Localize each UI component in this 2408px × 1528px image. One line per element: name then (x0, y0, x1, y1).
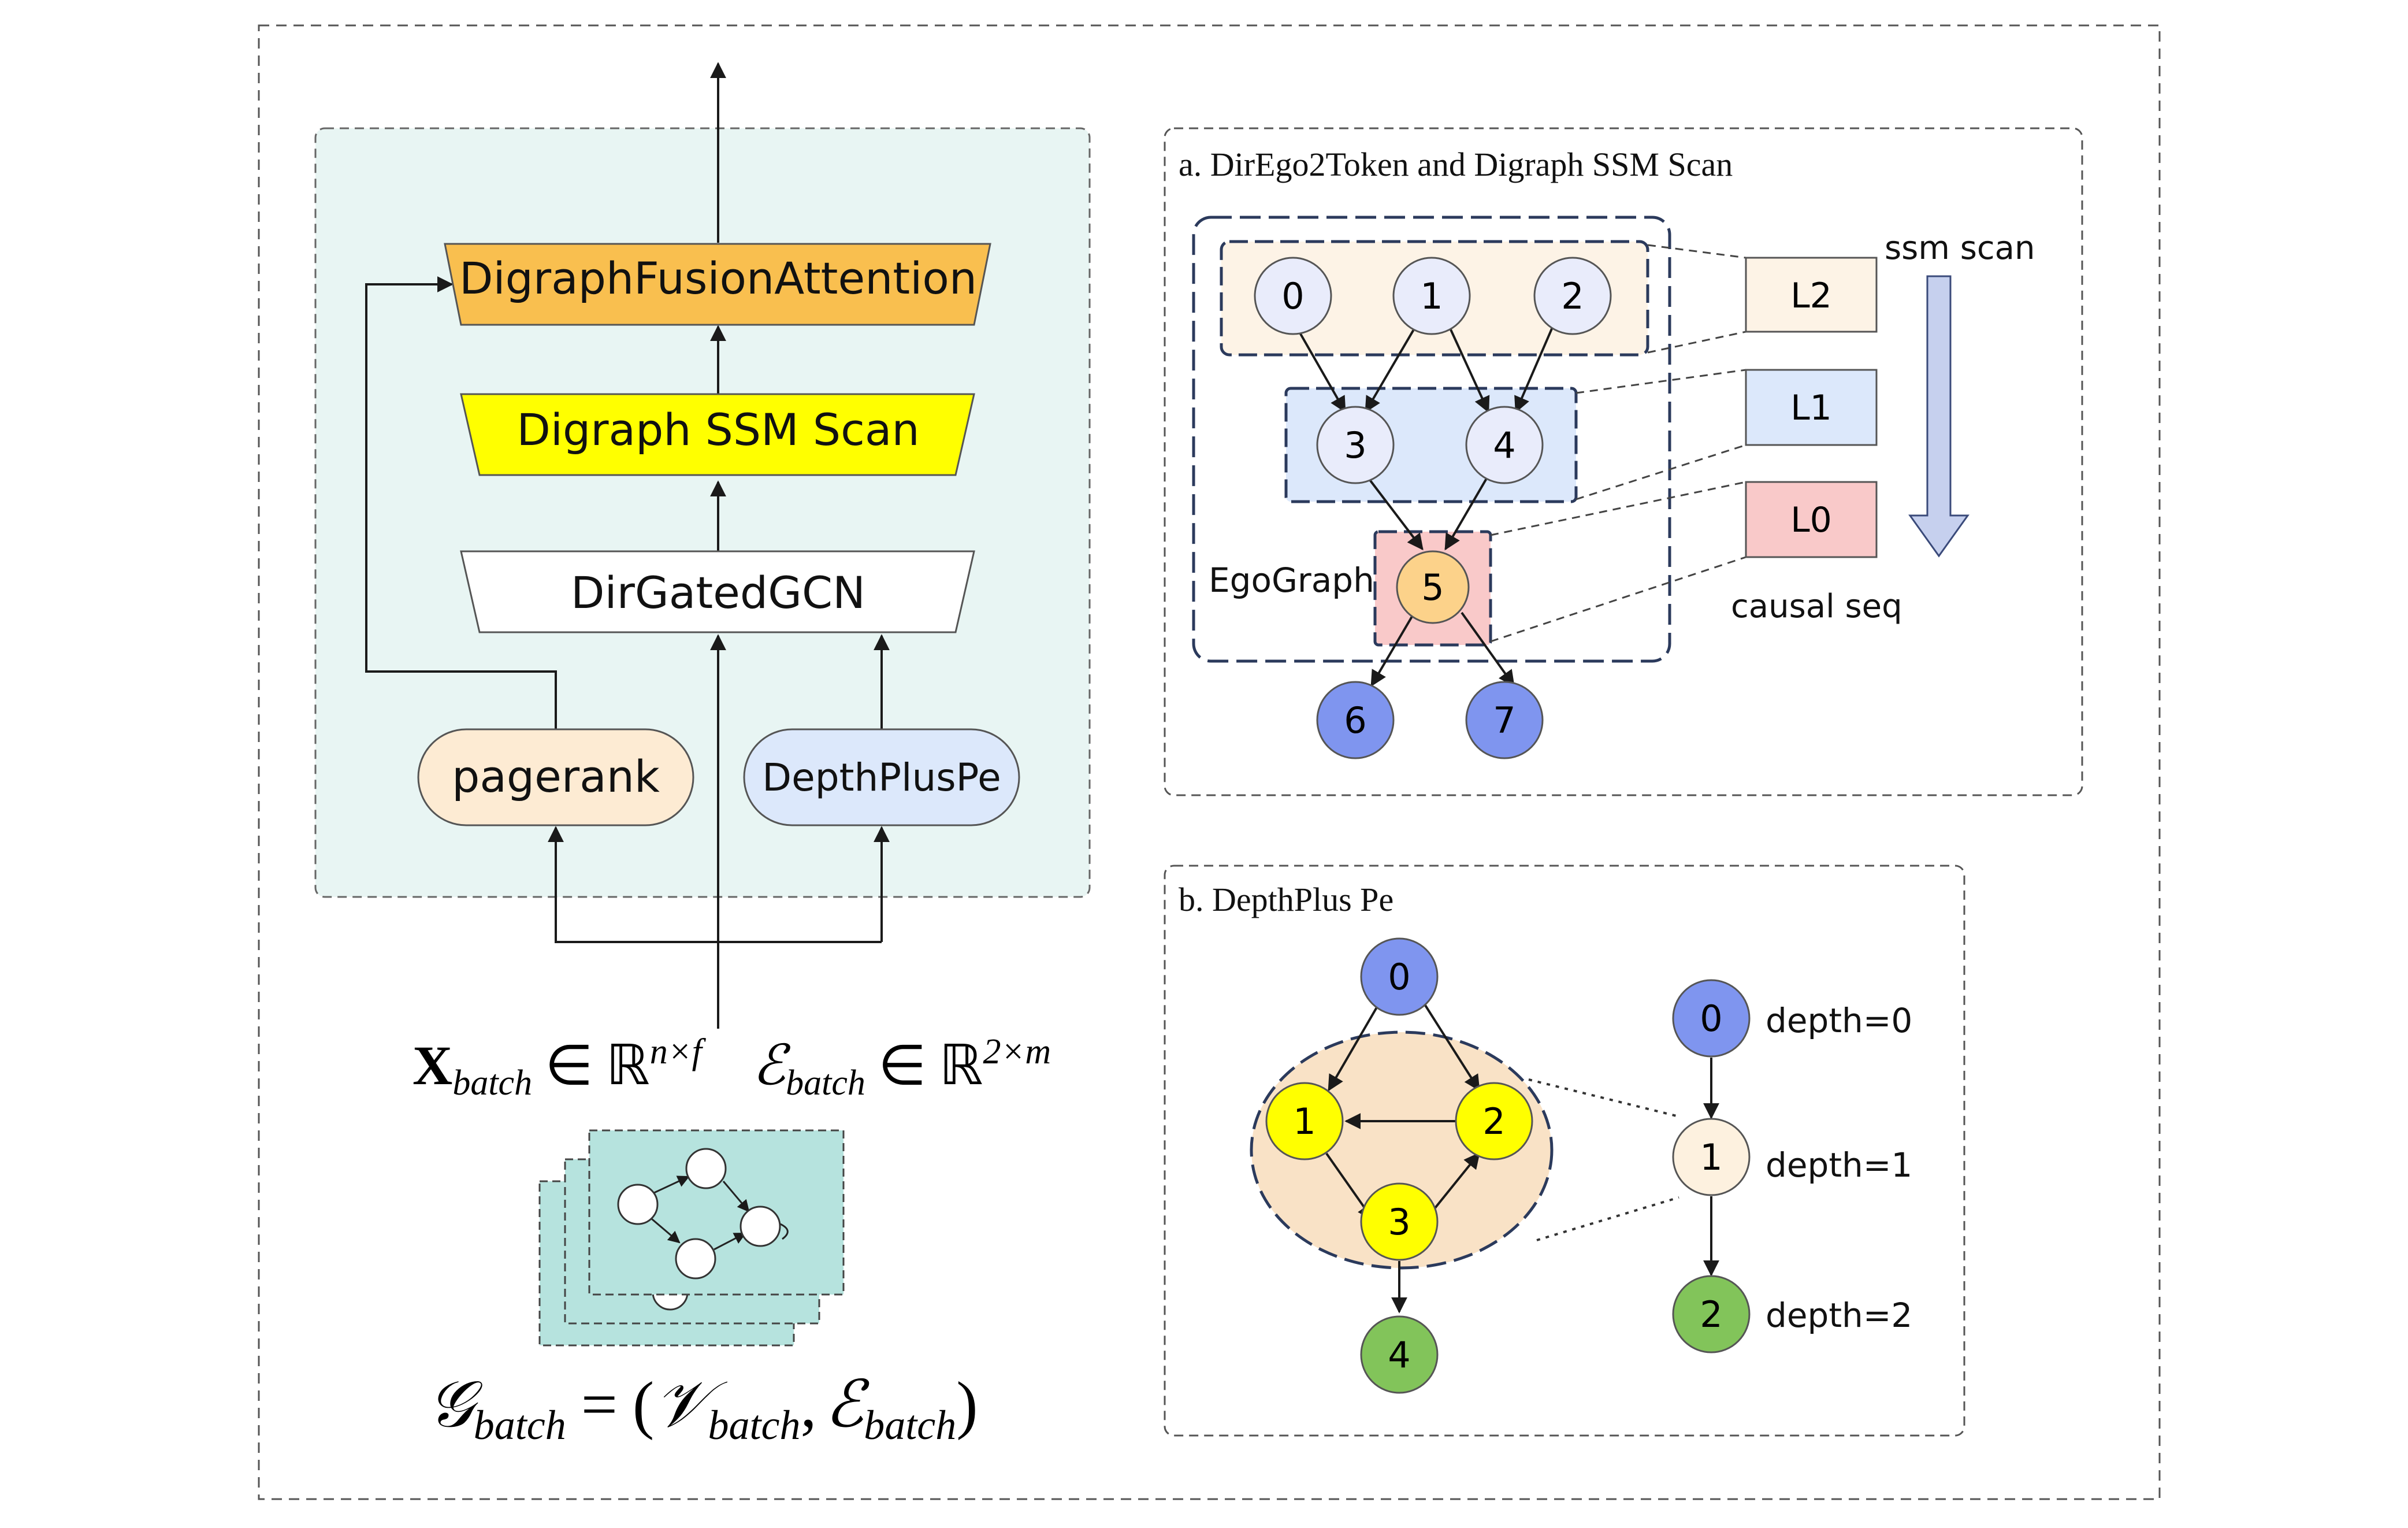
panel-a: a. DirEgo2Token and Digraph SSM Scan 0 (1164, 127, 2083, 796)
edge-1-4 (1445, 320, 1490, 413)
svg-text:6: 6 (1344, 699, 1366, 741)
pe-node-2: 2 (1455, 1082, 1533, 1160)
ssm-scan-direction-arrow (1908, 275, 1969, 558)
depth-node-0: 0 (1672, 979, 1751, 1058)
edge-5-7 (1461, 611, 1515, 687)
cluster-to-depth1-connector (1528, 1078, 1679, 1118)
e-batch-formula: ℰbatch∈ℝ2×m (752, 1032, 1051, 1103)
svg-text:1: 1 (1420, 275, 1443, 317)
svg-text:0: 0 (1388, 956, 1410, 998)
layer-l2-box (1745, 257, 1878, 333)
cluster-to-depth1-connector (1536, 1196, 1679, 1241)
mini-node (740, 1206, 781, 1247)
edge-4-5 (1444, 470, 1492, 551)
svg-text:2: 2 (1700, 1293, 1722, 1336)
main-pipeline: DigraphFusionAttention Digraph SSM Scan … (314, 62, 1091, 1029)
pe-node-3: 3 (1360, 1182, 1439, 1261)
l2-connector (1647, 331, 1746, 354)
layer-l0-label: L0 (1790, 500, 1832, 540)
l0-connector (1490, 481, 1746, 536)
edge-1-3 (1365, 320, 1420, 413)
ego-node-7: 7 (1465, 681, 1544, 759)
depth-2-label: depth=2 (1766, 1296, 1912, 1335)
edge-b-0-1 (1328, 1003, 1380, 1092)
input-formulas: Xbatch∈ℝn×f ℰbatch∈ℝ2×m (413, 1032, 1051, 1103)
layer-l1-label: L1 (1790, 388, 1832, 428)
pe-node-1: 1 (1265, 1082, 1344, 1160)
mini-edge (653, 1175, 690, 1194)
svg-text:3: 3 (1388, 1201, 1410, 1243)
depth-0-label: depth=0 (1766, 1001, 1912, 1040)
l0-connector (1490, 556, 1746, 643)
ssm-scan-block (460, 393, 975, 476)
edge-5-6 (1370, 611, 1415, 687)
svg-text:3: 3 (1344, 424, 1366, 466)
depth-node-2: 2 (1672, 1275, 1751, 1353)
dir-gated-gcn-block (460, 550, 975, 633)
svg-text:1: 1 (1293, 1100, 1316, 1143)
mini-node (675, 1238, 716, 1279)
svg-text:7: 7 (1493, 699, 1515, 741)
svg-text:0: 0 (1700, 997, 1722, 1040)
x-batch-formula: Xbatch∈ℝn×f (413, 1032, 707, 1103)
panel-a-frame (1164, 127, 2083, 796)
edge-0-3 (1292, 320, 1346, 413)
svg-text:4: 4 (1493, 424, 1515, 466)
outer-frame (258, 24, 2161, 1500)
edge-2-4 (1514, 320, 1556, 413)
edge-3-5 (1362, 470, 1424, 551)
branch-line (555, 941, 882, 943)
pagerank-label: pagerank (452, 751, 660, 802)
ssm-scan-text: ssm scan (1885, 229, 2035, 267)
svg-text:2: 2 (1561, 275, 1584, 317)
layer-l0-box (1745, 481, 1878, 558)
mini-edge (648, 1215, 681, 1244)
egograph-label: EgoGraph (1209, 561, 1374, 600)
dir-gated-gcn-label: DirGatedGCN (571, 567, 865, 618)
pagerank-block (417, 728, 694, 826)
svg-text:5: 5 (1421, 566, 1444, 609)
panel-b-frame (1164, 865, 1965, 1437)
ego-node-1: 1 (1392, 257, 1471, 335)
l1-connector (1575, 444, 1746, 500)
svg-text:1: 1 (1700, 1136, 1722, 1178)
mini-node (617, 1184, 659, 1225)
fusion-attention-block (444, 243, 991, 326)
panel-b-title: b. DepthPlus Pe (1179, 881, 1393, 918)
svg-text:2: 2 (1482, 1100, 1505, 1143)
depth-1-label: depth=1 (1766, 1145, 1912, 1185)
mini-node (685, 1148, 727, 1189)
layer-l2-label: L2 (1790, 276, 1832, 316)
ego-node-3: 3 (1316, 406, 1395, 484)
ssm-scan-label: Digraph SSM Scan (516, 404, 919, 455)
l1-connector (1575, 369, 1746, 394)
pe-node-4: 4 (1360, 1315, 1439, 1394)
graph-batch-equation: 𝒢batch=(𝒱batch,ℰbatch) (428, 1369, 978, 1448)
mini-edge (714, 1232, 746, 1251)
fusion-attention-label: DigraphFusionAttention (459, 253, 977, 304)
depth-node-1: 1 (1672, 1118, 1751, 1196)
ego-node-2: 2 (1533, 257, 1612, 335)
l2-connector (1647, 244, 1746, 259)
edge-b-0-2 (1424, 1003, 1480, 1092)
causal-seq-text: causal seq (1731, 588, 1902, 625)
depthpe-block (743, 728, 1020, 826)
egograph-boundary (1192, 216, 1671, 663)
pe-node-0: 0 (1360, 937, 1439, 1016)
ego-node-5: 5 (1396, 550, 1470, 624)
ego-node-4: 4 (1465, 406, 1544, 484)
mini-edge (722, 1181, 750, 1212)
layer-l1-box (1745, 369, 1878, 446)
graph-batch-illustration (538, 1129, 845, 1347)
panel-a-title: a. DirEgo2Token and Digraph SSM Scan (1179, 146, 1733, 183)
svg-text:4: 4 (1388, 1334, 1410, 1376)
depthpe-label: DepthPlusPe (762, 755, 1001, 800)
pagerank-skip-arrow (365, 276, 557, 729)
svg-text:0: 0 (1281, 275, 1304, 317)
ego-node-6: 6 (1316, 681, 1395, 759)
panel-b: b. DepthPlus Pe 0 1 2 3 4 (1164, 865, 1965, 1437)
ego-node-0: 0 (1254, 257, 1332, 335)
